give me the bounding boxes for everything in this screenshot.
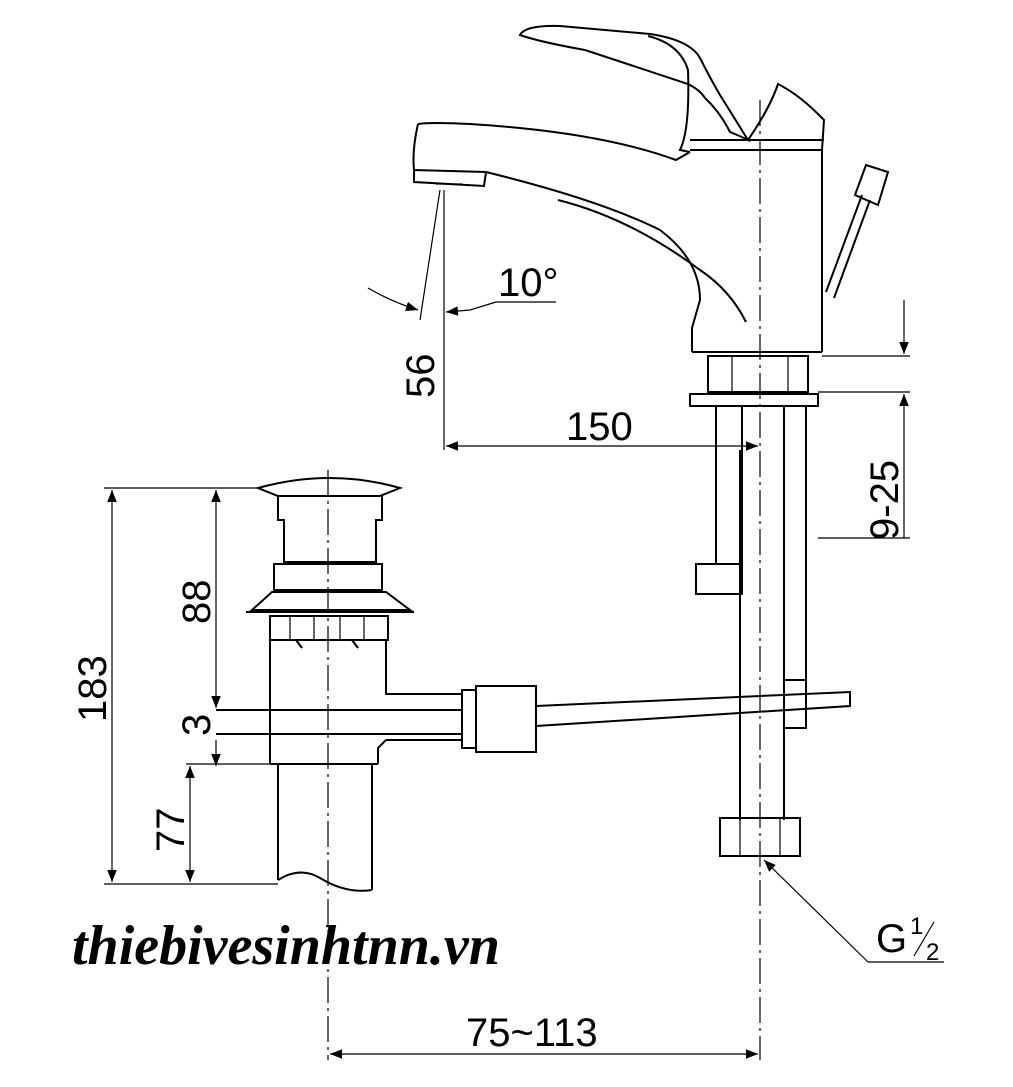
pop-up-drain: [216, 470, 851, 1060]
watermark-text: thiebivesinhtnn.vn: [72, 915, 500, 977]
label-thread-size: G 1 2: [876, 913, 939, 966]
label-drain-gap: 3: [175, 714, 219, 736]
label-spout-angle: 10°: [498, 261, 559, 305]
label-deck-thickness: 9-25: [863, 460, 907, 540]
label-spout-reach: 150: [566, 405, 633, 449]
faucet-body: [412, 24, 890, 857]
label-drain-bottom: 77: [149, 808, 193, 853]
dimension-lines: [104, 189, 944, 1059]
thread-letter: G: [876, 917, 907, 961]
label-aerator-height: 56: [399, 354, 443, 399]
thread-denominator: 2: [926, 939, 939, 966]
thread-numerator: 1: [910, 913, 923, 940]
label-drain-total: 183: [71, 655, 115, 722]
label-drain-top: 88: [175, 580, 219, 625]
label-drain-offset: 75~113: [466, 1011, 598, 1055]
